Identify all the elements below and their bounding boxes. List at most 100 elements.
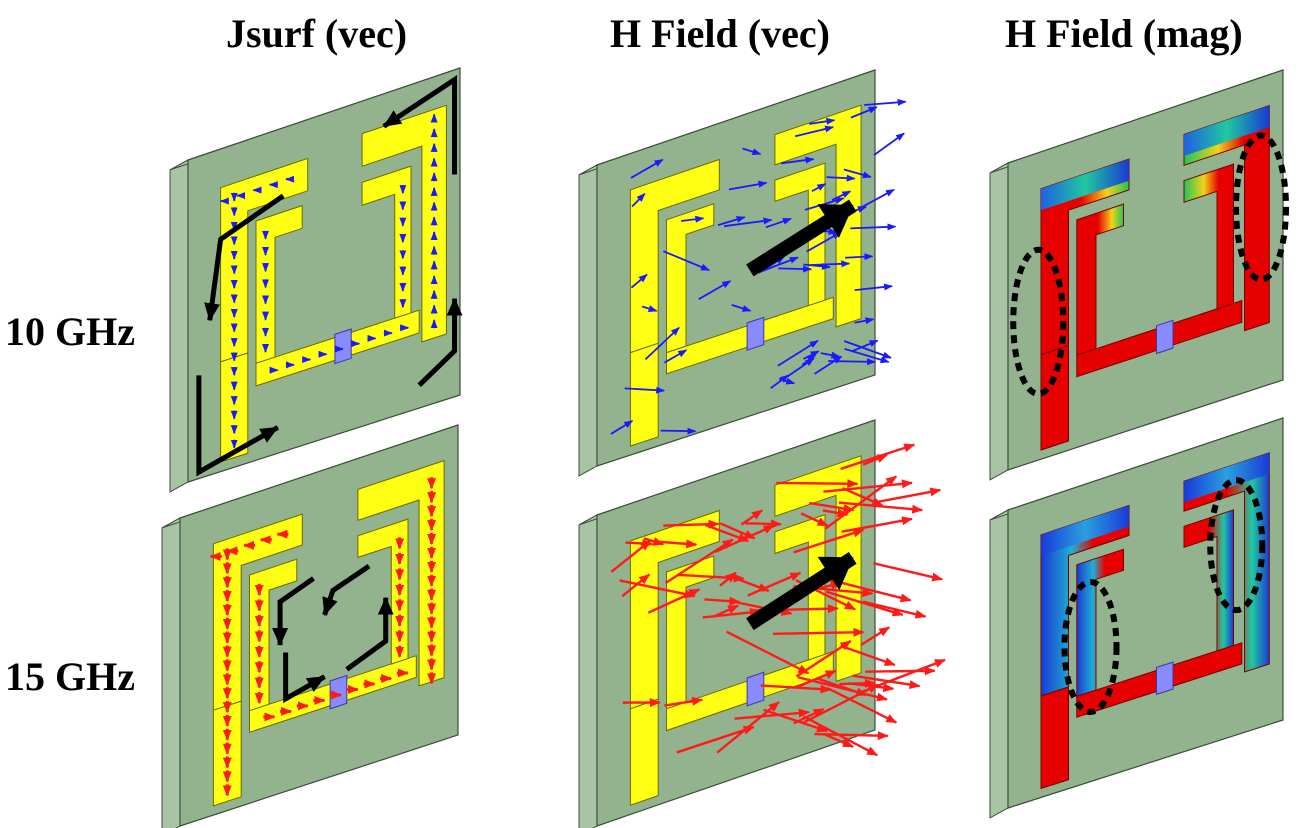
h-field-vector (810, 260, 851, 268)
h-field-vector (838, 501, 924, 514)
h-field-vector (814, 731, 889, 741)
h-field-vector (804, 197, 845, 211)
h-field-vector (864, 98, 907, 106)
column-title-h-field-vec: H Field (vec) (610, 11, 830, 56)
circulating-current-arrow-icon (272, 576, 315, 647)
metal-trace (361, 104, 447, 343)
lumped-port (1156, 661, 1174, 696)
h-field-vector (850, 223, 897, 231)
h-field-vector (845, 253, 874, 261)
row-label-15ghz: 15 GHz (5, 654, 135, 699)
h-field-vector (760, 684, 832, 694)
h-field-vector (770, 374, 789, 389)
h-field-vector (858, 188, 895, 210)
h-field-vector (843, 168, 872, 179)
field-trace-stem (1040, 686, 1069, 790)
h-field-vector (610, 420, 634, 435)
circulating-current-arrow-icon (322, 564, 371, 616)
h-field-vector (840, 644, 896, 667)
h-field-vector (631, 193, 646, 208)
dashed-ellipse-marker-icon (1061, 578, 1120, 715)
h-field-vector (663, 250, 711, 271)
h-field-vector (714, 524, 775, 553)
h-field-vector (621, 573, 651, 598)
h-field-vector (723, 217, 773, 228)
substrate-side (578, 514, 598, 828)
h-field-vector (826, 590, 904, 617)
h-field-vector (644, 326, 680, 361)
dashed-ellipse-marker-icon (1010, 246, 1067, 397)
h-field-vector (702, 607, 761, 619)
h-field-vector (663, 519, 720, 529)
h-field-vector (826, 686, 898, 724)
metal-trace (357, 459, 445, 687)
h-field-vector (811, 183, 827, 193)
h-field-vector (823, 733, 854, 748)
field-trace-top-right (1184, 105, 1270, 156)
h-field-vector (776, 479, 859, 489)
h-field-vector (828, 358, 877, 366)
h-field-vector (852, 674, 921, 690)
h-field-vector (844, 348, 890, 364)
h-field-vector (664, 538, 734, 585)
h-field-vector (814, 355, 843, 375)
h-field-vector (643, 537, 665, 546)
h-field-vector (763, 708, 828, 733)
metal-trace (629, 698, 659, 806)
substrate-side (989, 509, 1009, 819)
substrate-side (169, 159, 189, 493)
h-field-vector (826, 174, 856, 182)
metal-trace (774, 162, 826, 307)
substrate-side (161, 517, 181, 828)
panel-hvec-10 (578, 69, 907, 477)
h-field-vector (745, 519, 783, 529)
h-field-vector (851, 339, 879, 353)
h-field-vector (843, 340, 892, 359)
h-field-vector (676, 725, 755, 754)
field-trace-top-left (1041, 159, 1129, 211)
dashed-ellipse-marker-icon (1207, 477, 1266, 614)
circulating-current-arrow-icon (196, 375, 279, 477)
h-field-vector (664, 349, 688, 364)
h-field-vector (619, 579, 696, 599)
h-field-vector (850, 106, 878, 119)
h-field-vector (765, 217, 792, 229)
metal-trace (220, 352, 249, 463)
h-field-vector (698, 280, 732, 300)
h-field-vector (630, 273, 648, 289)
lumped-port (329, 674, 348, 710)
circulating-current-arrow-icon (345, 596, 394, 672)
h-field-vector (777, 339, 819, 367)
lumped-port (746, 316, 765, 351)
h-field-vector (803, 262, 831, 270)
panel-hvec-15 (578, 419, 946, 828)
h-field-vector (854, 283, 894, 292)
h-field-vector (740, 509, 763, 526)
h-field-vector (795, 125, 835, 138)
h-field-vector (793, 528, 865, 554)
h-field-vector (865, 666, 936, 676)
h-field-vector (747, 571, 802, 597)
h-field-vector (734, 708, 810, 720)
substrate-side (578, 164, 598, 477)
panel-hmag-10 (989, 69, 1289, 481)
h-field-vector (800, 512, 829, 527)
h-field-vector (681, 215, 705, 223)
h-field-vector (664, 696, 704, 707)
field-direction-arrow-icon (746, 199, 857, 277)
circulating-current-arrow-icon (283, 652, 326, 704)
h-field-vector (860, 626, 891, 646)
h-field-vector (801, 354, 817, 366)
h-field-vector (873, 487, 942, 504)
h-field-vector (630, 158, 664, 179)
panel-jsurf-10 (169, 67, 463, 493)
row-label-10ghz: 10 GHz (5, 309, 135, 354)
h-field-vector (822, 508, 849, 518)
metal-trace (774, 104, 862, 328)
h-field-vector (660, 427, 697, 435)
h-field-vector (778, 265, 813, 273)
h-field-vector (873, 562, 944, 582)
substrate-side (989, 162, 1009, 481)
h-field-vector (839, 678, 877, 688)
